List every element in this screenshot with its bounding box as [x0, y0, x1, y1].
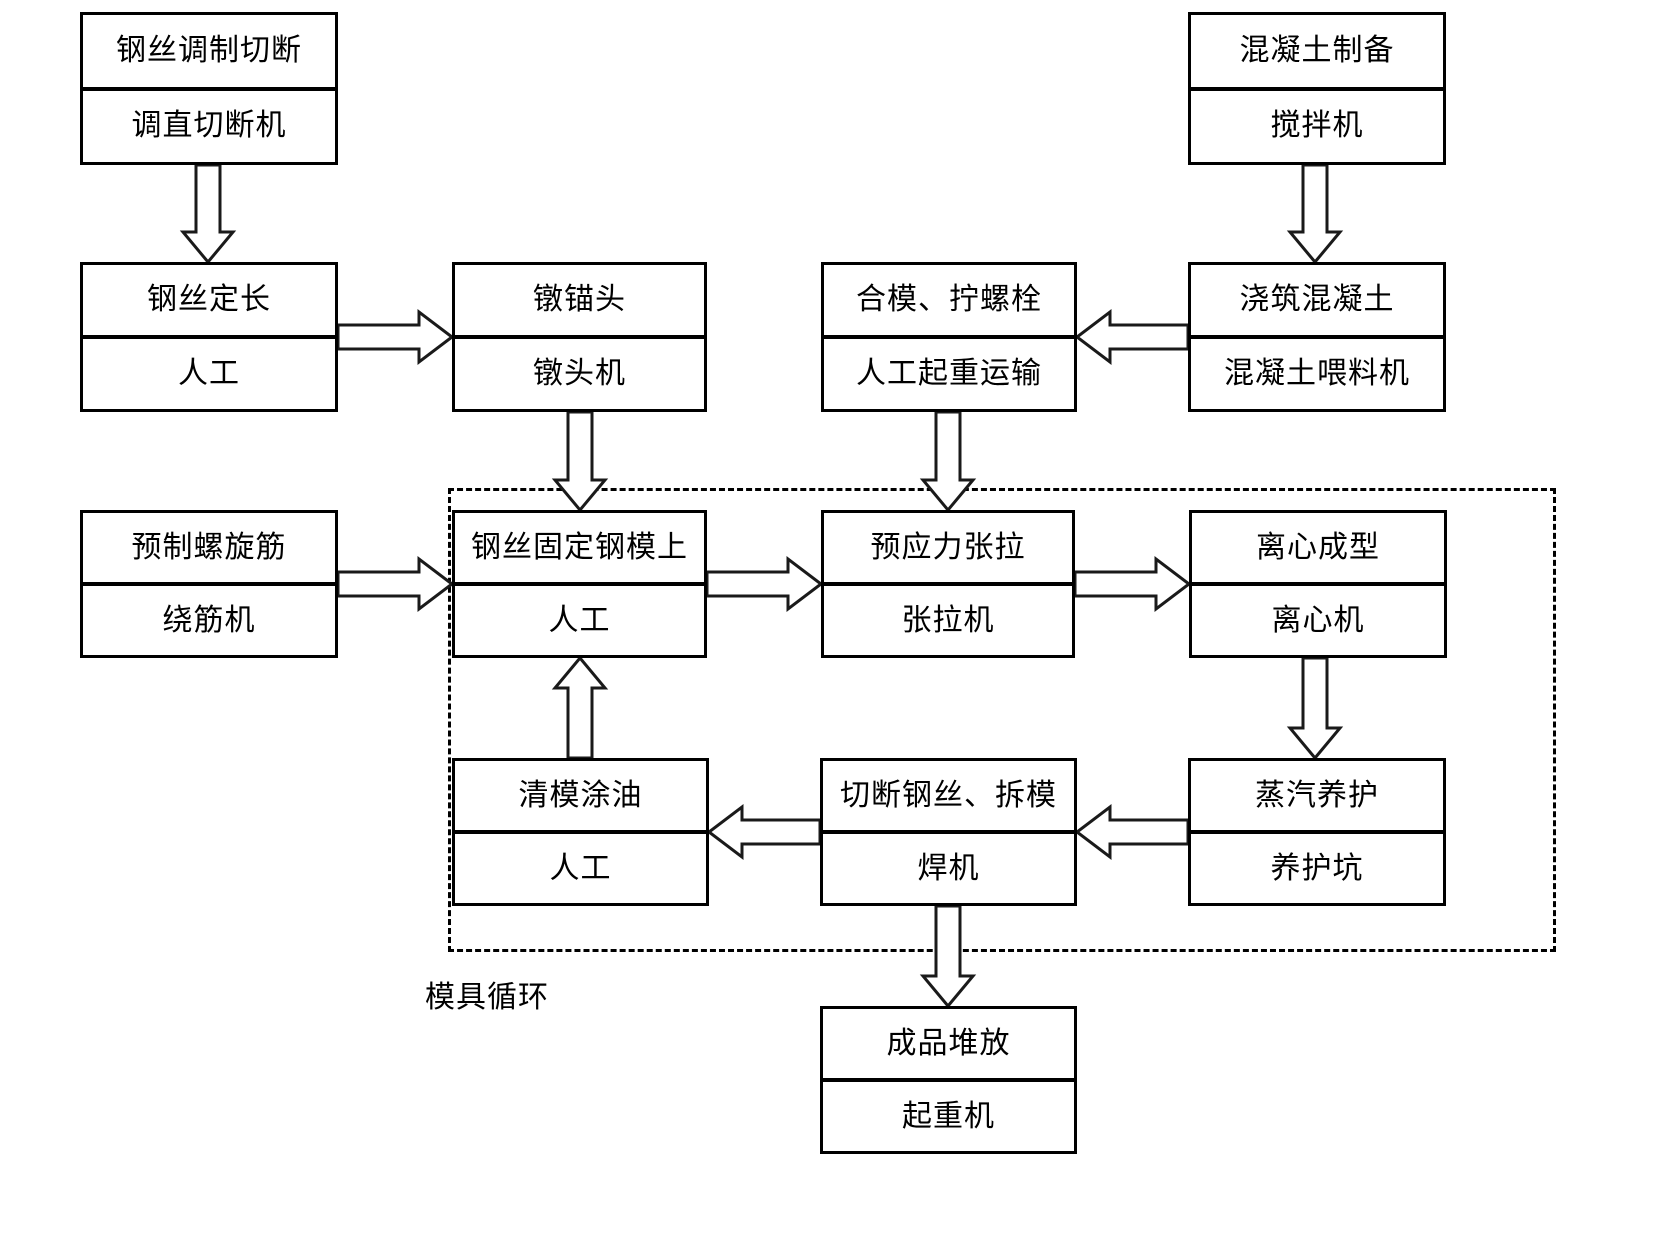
node-n1-resource: 调直切断机 — [131, 109, 287, 143]
node-n12-process: 切断钢丝、拆模 — [823, 761, 1074, 834]
node-n4-resource: 镦头机 — [533, 357, 626, 390]
node-n4[interactable]: 镦锚头 镦头机 — [452, 262, 707, 412]
node-n1[interactable]: 钢丝调制切断 调直切断机 — [80, 12, 338, 165]
node-n14-process: 成品堆放 — [823, 1009, 1074, 1082]
node-n9[interactable]: 预应力张拉 张拉机 — [821, 510, 1075, 658]
node-n5-resource: 人工起重运输 — [856, 357, 1042, 390]
arrow-n7-n8 — [336, 555, 455, 613]
arrow-n2-n6 — [1286, 163, 1344, 265]
node-n5-process: 合模、拧螺栓 — [824, 265, 1074, 339]
node-n6-process: 浇筑混凝土 — [1191, 265, 1443, 339]
node-n14-resource: 起重机 — [902, 1099, 995, 1133]
node-n7-resource: 绕筋机 — [162, 603, 256, 637]
node-n8[interactable]: 钢丝固定钢模上 人工 — [452, 510, 707, 658]
node-n13-process: 蒸汽养护 — [1191, 761, 1443, 834]
node-n10-resource: 离心机 — [1271, 603, 1365, 637]
arrow-n1-n3 — [179, 163, 237, 265]
node-n11[interactable]: 清模涂油 人工 — [452, 758, 709, 906]
node-n2-process: 混凝土制备 — [1191, 15, 1443, 91]
node-n8-process: 钢丝固定钢模上 — [455, 513, 704, 586]
node-n14[interactable]: 成品堆放 起重机 — [820, 1006, 1077, 1154]
node-n11-process: 清模涂油 — [455, 761, 706, 834]
arrow-n3-n4 — [336, 308, 455, 366]
node-n4-process: 镦锚头 — [455, 265, 704, 339]
node-n10[interactable]: 离心成型 离心机 — [1189, 510, 1447, 658]
node-n3-process: 钢丝定长 — [83, 265, 335, 339]
node-n3[interactable]: 钢丝定长 人工 — [80, 262, 338, 412]
node-n9-resource: 张拉机 — [901, 603, 995, 637]
node-n8-resource: 人工 — [548, 603, 611, 637]
node-n13-resource: 养护坑 — [1270, 851, 1364, 885]
node-n2[interactable]: 混凝土制备 搅拌机 — [1188, 12, 1446, 165]
node-n13[interactable]: 蒸汽养护 养护坑 — [1188, 758, 1446, 906]
node-n10-process: 离心成型 — [1192, 513, 1444, 586]
node-n5[interactable]: 合模、拧螺栓 人工起重运输 — [821, 262, 1077, 412]
mould-cycle-label: 模具循环 — [425, 981, 549, 1014]
node-n6[interactable]: 浇筑混凝土 混凝土喂料机 — [1188, 262, 1446, 412]
node-n2-resource: 搅拌机 — [1270, 109, 1364, 143]
node-n11-resource: 人工 — [549, 851, 612, 885]
node-n6-resource: 混凝土喂料机 — [1224, 357, 1410, 390]
mould-cycle-region — [448, 488, 1556, 952]
node-n7[interactable]: 预制螺旋筋 绕筋机 — [80, 510, 338, 658]
node-n3-resource: 人工 — [178, 357, 240, 390]
arrow-n6-n5 — [1074, 308, 1190, 366]
node-n9-process: 预应力张拉 — [824, 513, 1072, 586]
node-n1-process: 钢丝调制切断 — [83, 15, 335, 91]
node-n12-resource: 焊机 — [917, 851, 980, 885]
node-n7-process: 预制螺旋筋 — [83, 513, 335, 586]
node-n12[interactable]: 切断钢丝、拆模 焊机 — [820, 758, 1077, 906]
